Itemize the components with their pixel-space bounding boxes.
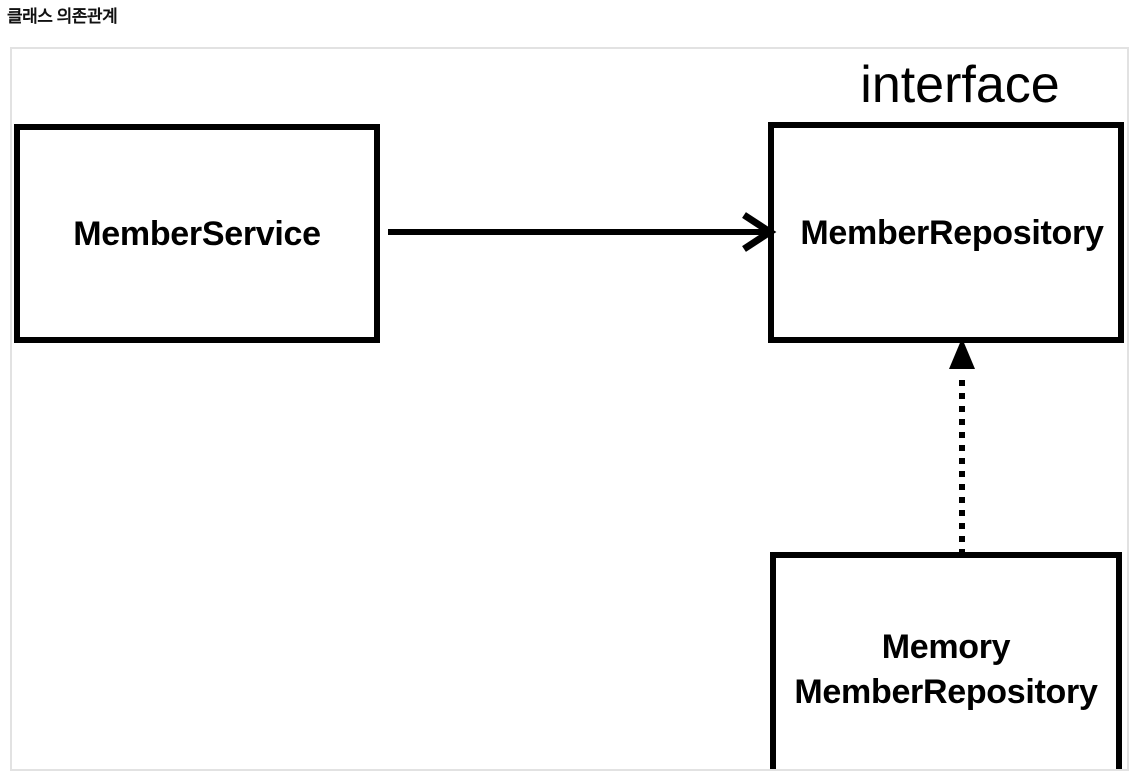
realization-arrow-head-icon [949,338,975,369]
class-box-memory-member-repository[interactable]: Memory MemberRepository [770,552,1122,769]
page-title: 클래스 의존관계 [7,7,118,26]
class-box-member-service-label: MemberService [73,214,321,253]
class-box-memory-member-repository-label: Memory MemberRepository [794,625,1097,715]
class-box-member-repository-label: MemberRepository [800,213,1104,252]
diagram-canvas: interface MemberService MemberRepository… [10,47,1129,771]
class-box-memory-member-repository-label-line-1: Memory [881,628,1011,666]
class-box-member-service[interactable]: MemberService [14,124,380,343]
realization-arrow-memory-member-repository-to-member-repository [949,338,975,555]
class-box-member-repository[interactable]: MemberRepository [768,122,1124,343]
dependency-arrow-member-service-to-member-repository [388,212,777,252]
interface-stereotype-label: interface [860,56,1060,114]
dependency-arrow-head-icon [742,212,777,252]
class-box-memory-member-repository-label-line-2: MemberRepository [794,673,1098,711]
